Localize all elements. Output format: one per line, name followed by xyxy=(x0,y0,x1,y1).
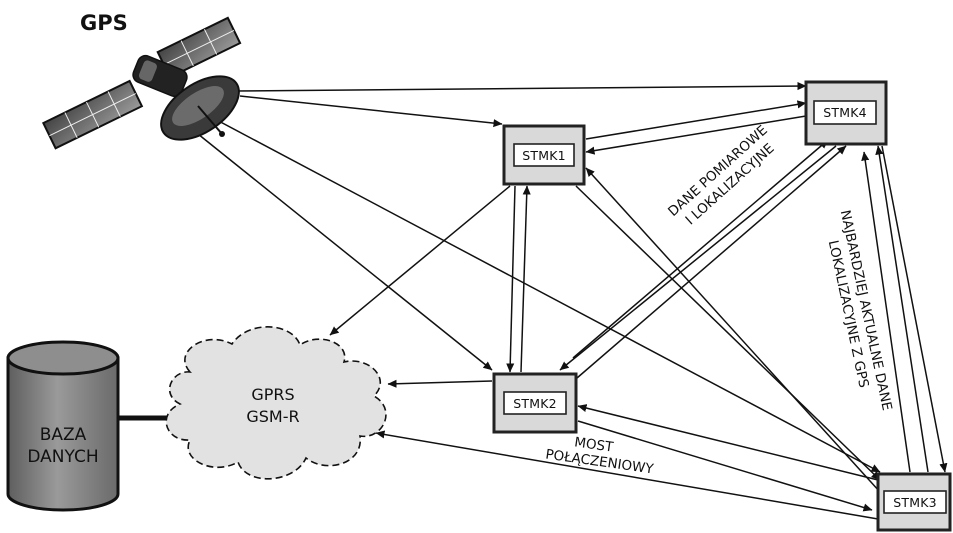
edge-stmk1-stmk2 xyxy=(506,185,516,373)
node-stmk2: STMK2 xyxy=(492,372,578,434)
edge-gps-stmk3 xyxy=(212,117,881,473)
annotation-most: MOST POŁĄCZENIOWY xyxy=(544,434,655,477)
node-stmk1: STMK1 xyxy=(502,124,586,186)
gprs-cloud: GPRS GSM-R xyxy=(165,326,387,480)
node-stmk4-label: STMK4 xyxy=(823,105,867,120)
edges xyxy=(197,82,948,520)
edge-stmk3-stmk4-a xyxy=(861,151,911,473)
database-label-line2: DANYCH xyxy=(27,447,98,467)
edge-stmk2-stmk4-b xyxy=(576,145,847,379)
edge-gps-stmk1 xyxy=(239,95,503,128)
edge-stmk2-stmk1 xyxy=(520,185,531,373)
edge-stmk1-stmk4 xyxy=(585,100,807,140)
cloud-label-line2: GSM-R xyxy=(246,407,299,426)
edge-stmk2-stmk3 xyxy=(577,420,873,512)
gps-satellite-icon: GPS xyxy=(41,11,242,150)
database-top xyxy=(6,340,120,376)
edge-gps-stmk4 xyxy=(234,82,807,92)
edge-stmk2-gprs xyxy=(387,379,493,388)
node-stmk3: STMK3 xyxy=(876,472,952,532)
edge-stmk1-stmk3 xyxy=(575,185,881,481)
node-stmk3-label: STMK3 xyxy=(893,495,937,510)
node-stmk2-label: STMK2 xyxy=(513,396,557,411)
node-stmk4: STMK4 xyxy=(804,80,888,146)
cloud-label-line1: GPRS xyxy=(251,385,294,404)
edge-stmk3-stmk1 xyxy=(585,167,881,493)
cloud-shape xyxy=(165,326,387,480)
edge-stmk3-gprs xyxy=(375,430,879,520)
edge-stmk1-gprs xyxy=(329,185,511,336)
edge-stmk3-stmk4-b xyxy=(875,145,929,473)
annotation-gps-data: NAJBARDZIEJ AKTUALNE DANE LOKALIZACYJNE … xyxy=(825,209,895,412)
edge-stmk4-stmk1 xyxy=(585,115,807,155)
annotation-most-line1: MOST xyxy=(573,434,615,455)
database-body xyxy=(6,356,120,512)
gps-label: GPS xyxy=(80,11,128,35)
edge-stmk3-stmk2 xyxy=(577,404,879,481)
database: BAZA DANYCH xyxy=(6,340,182,512)
satellite-body xyxy=(132,54,188,98)
edge-stmk4-stmk3 xyxy=(881,145,948,473)
solar-panel-left xyxy=(41,79,144,150)
edge-gps-stmk2 xyxy=(197,133,493,371)
node-stmk1-label: STMK1 xyxy=(522,148,566,163)
edge-stmk2-stmk4-a xyxy=(572,139,829,359)
edge-stmk4-stmk2 xyxy=(559,145,837,371)
database-label-line1: BAZA xyxy=(40,425,87,445)
